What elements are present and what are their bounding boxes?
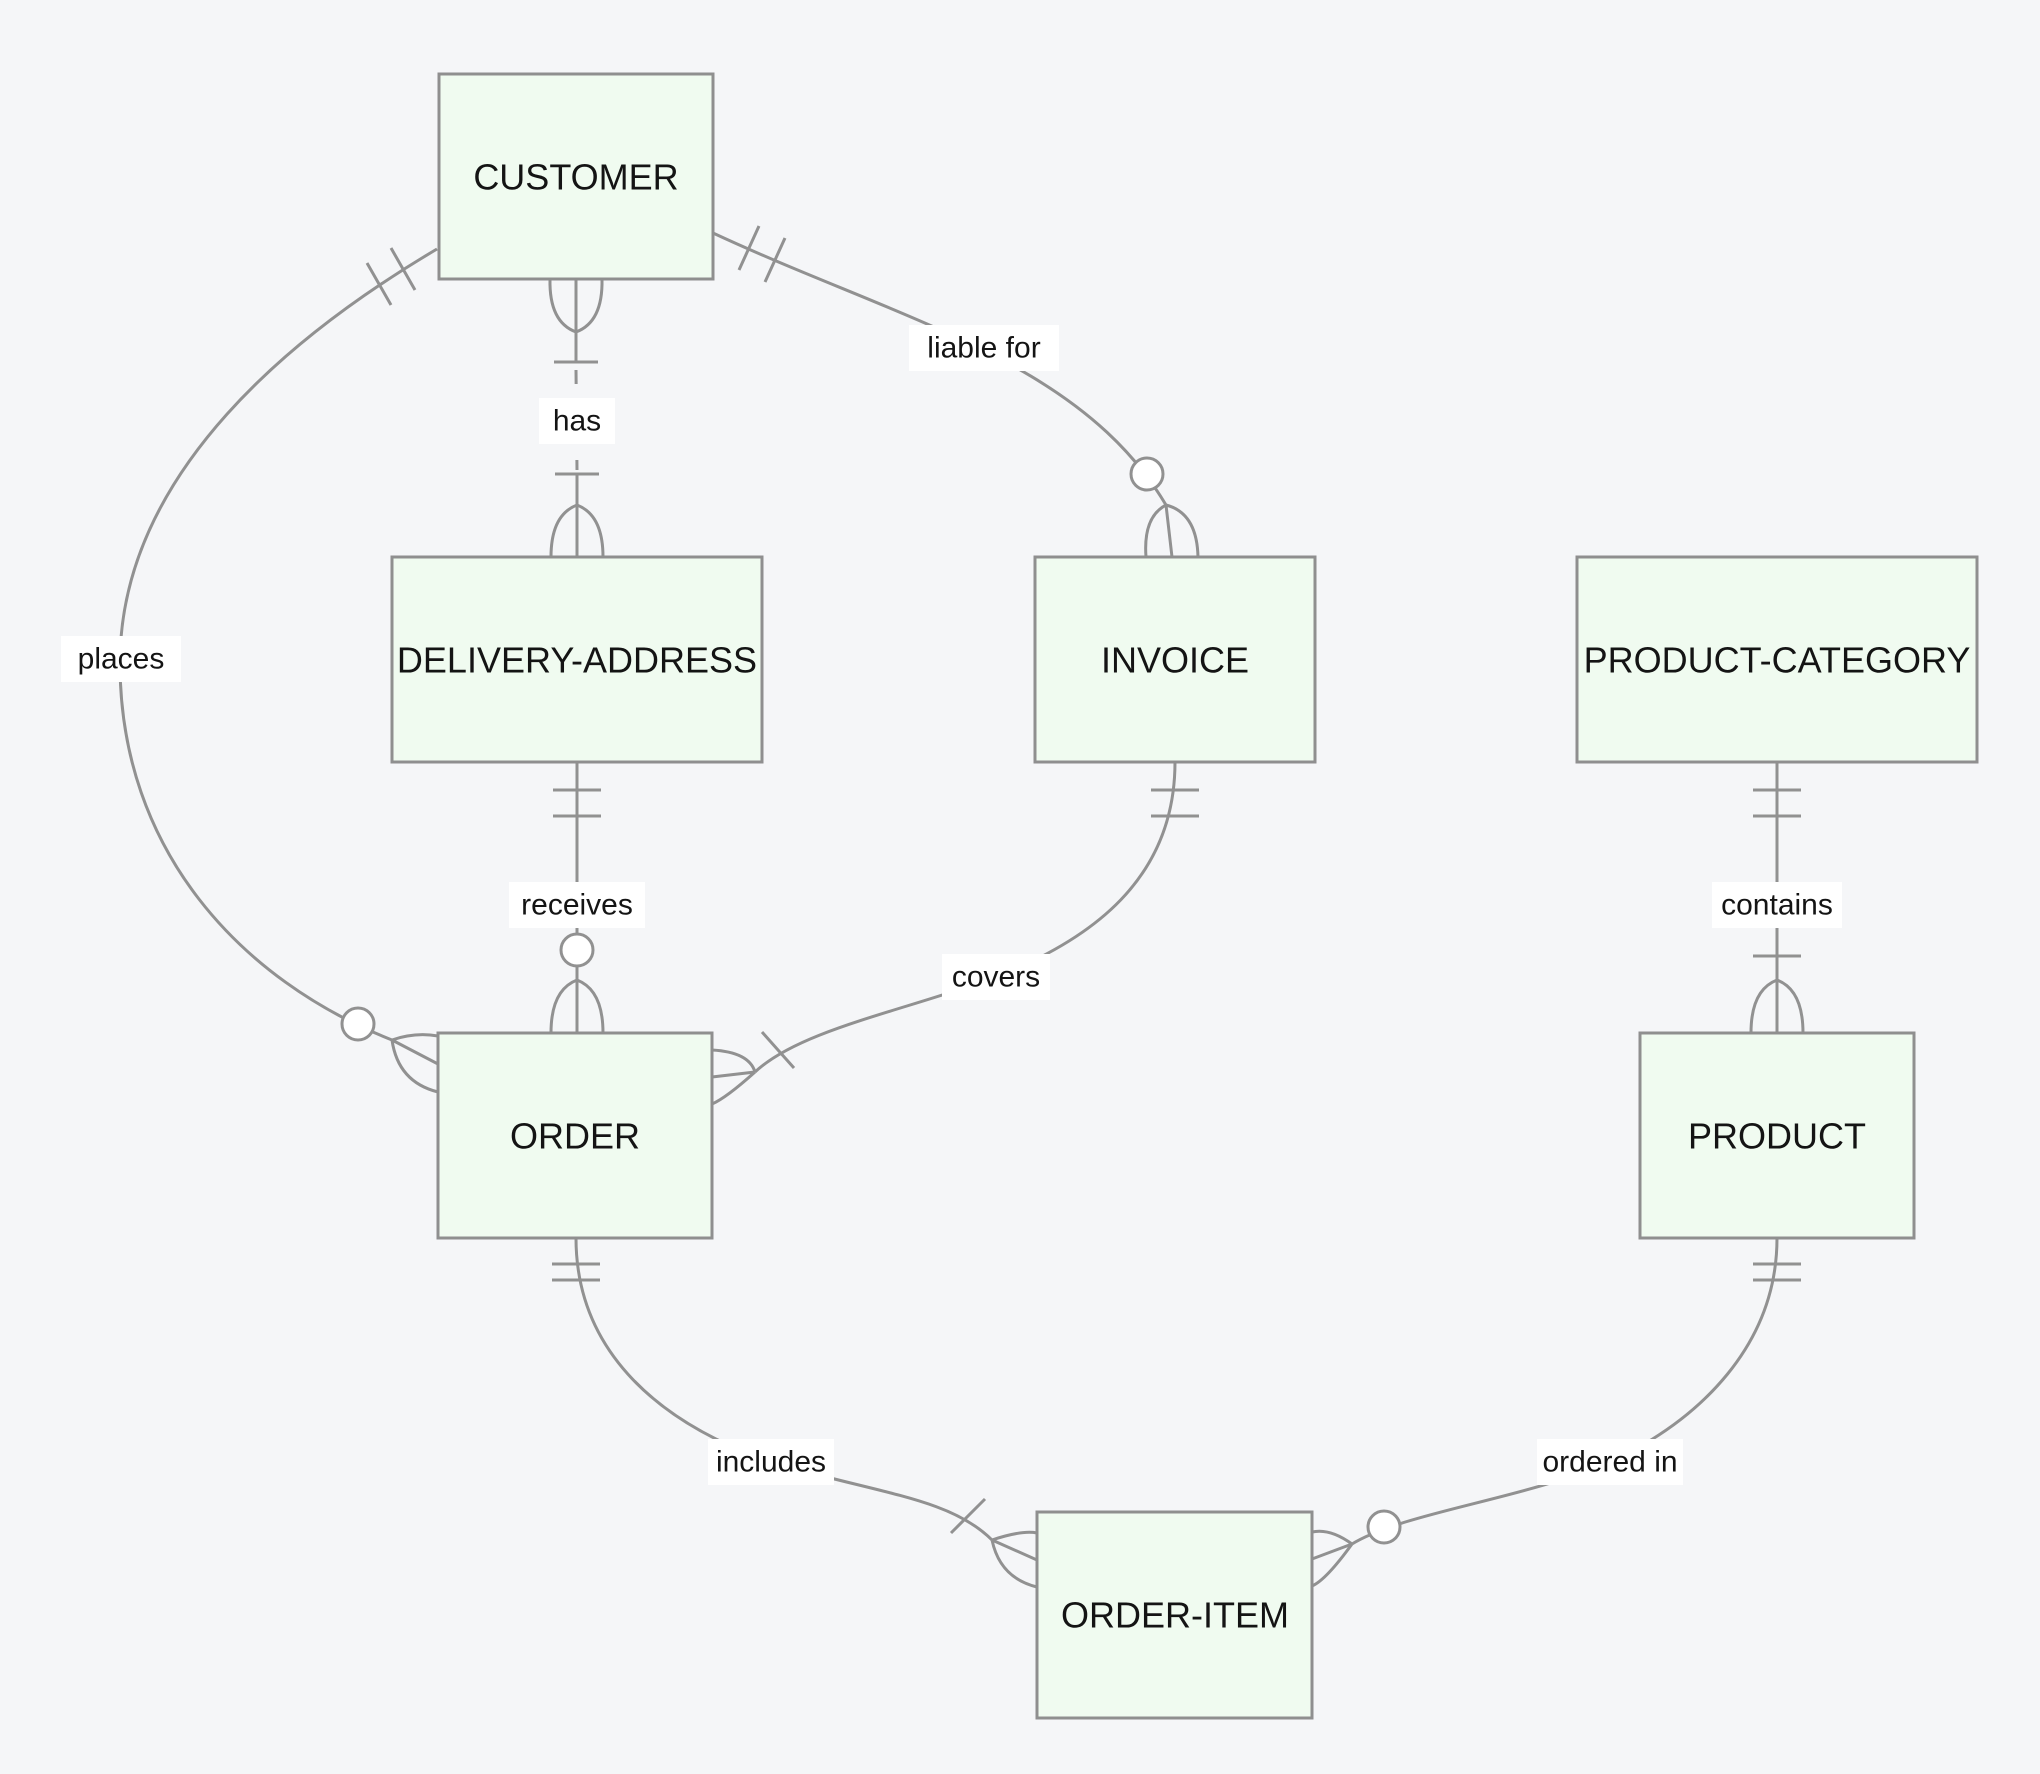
edge-path: [574, 1237, 994, 1542]
entity-label: DELIVERY-ADDRESS: [397, 640, 757, 681]
relationship-label-bg: [539, 398, 615, 444]
relationship-label: covers: [952, 961, 1040, 994]
one-tick-marker: [760, 1031, 796, 1069]
relationship-label-bg: [61, 636, 181, 682]
entity-box: [1638, 1031, 1916, 1240]
relationship-label: has: [553, 405, 601, 438]
exactly-one-marker: [552, 1262, 600, 1282]
exactly-one-marker: [1753, 1262, 1801, 1282]
entity-box: [1035, 1510, 1314, 1720]
entity-box: [1575, 555, 1979, 764]
exactly-one-marker: [1151, 788, 1199, 818]
crow-foot-marker: [1144, 503, 1200, 558]
crow-foot-marker: [549, 503, 605, 558]
exactly-one-marker: [365, 247, 417, 306]
edge-path: [753, 761, 1177, 1074]
zero-or-more-circle: [1366, 1509, 1402, 1545]
relationship-label: ordered in: [1542, 1446, 1677, 1479]
entity-box: [390, 555, 764, 764]
relationship-contains: contains: [1712, 762, 1842, 1034]
crow-foot-marker: [990, 1530, 1038, 1589]
relationship-places: places: [61, 247, 439, 1094]
relationship-receives: receives: [509, 762, 645, 1034]
relationship-label-bg: [1537, 1439, 1683, 1485]
entity-delivery-address: DELIVERY-ADDRESS: [390, 555, 764, 764]
entity-label: ORDER-ITEM: [1061, 1595, 1289, 1636]
one-tick-marker: [554, 332, 598, 364]
one-tick-marker: [949, 1497, 987, 1535]
entity-label: INVOICE: [1101, 640, 1249, 681]
entity-label: ORDER: [510, 1116, 640, 1157]
entity-order-item: ORDER-ITEM: [1035, 1510, 1314, 1720]
relationship-label-bg: [708, 1439, 834, 1485]
zero-or-more-circle: [340, 1006, 376, 1042]
entity-box: [437, 72, 715, 281]
entity-box: [1033, 555, 1317, 764]
entity-label: PRODUCT-CATEGORY: [1584, 640, 1971, 681]
zero-or-more-circle: [559, 932, 595, 968]
entity-invoice: INVOICE: [1033, 555, 1317, 764]
exactly-one-marker: [737, 225, 787, 283]
crow-foot-marker: [549, 966, 605, 1034]
relationship-label: includes: [716, 1446, 826, 1479]
crow-foot-marker: [390, 1033, 439, 1094]
crow-foot-marker: [711, 1048, 757, 1106]
exactly-one-marker: [553, 788, 601, 818]
relationship-label: receives: [521, 889, 633, 922]
relationship-label-bg: [942, 954, 1050, 1000]
entity-box: [436, 1031, 714, 1240]
exactly-one-marker: [1753, 788, 1801, 818]
entity-label: CUSTOMER: [473, 157, 678, 198]
relationship-label: places: [78, 643, 165, 676]
entity-product: PRODUCT: [1638, 1031, 1916, 1240]
zero-or-more-circle: [1129, 456, 1165, 492]
entity-label: PRODUCT: [1688, 1116, 1866, 1157]
relationship-label-bg: [909, 325, 1059, 371]
crow-foot-marker: [548, 278, 604, 334]
relationship-covers: covers: [711, 761, 1199, 1106]
crow-foot-marker: [1311, 1529, 1354, 1588]
entity-order: ORDER: [436, 1031, 714, 1240]
relationship-has: has: [539, 278, 615, 558]
relationship-label: contains: [1721, 889, 1833, 922]
one-tick-marker: [555, 472, 599, 505]
edge-path: [1351, 1237, 1779, 1546]
relationship-liable-for: liable for: [712, 225, 1200, 558]
relationship-label: liable for: [927, 332, 1040, 365]
crow-foot-marker: [1749, 978, 1805, 1034]
relationship-label-bg: [1712, 882, 1842, 928]
relationship-ordered-in: ordered in: [1311, 1237, 1801, 1588]
relationship-label-bg: [509, 882, 645, 928]
entity-customer: CUSTOMER: [437, 72, 715, 281]
relationship-includes: includes: [552, 1237, 1038, 1589]
entity-product-category: PRODUCT-CATEGORY: [1575, 555, 1979, 764]
